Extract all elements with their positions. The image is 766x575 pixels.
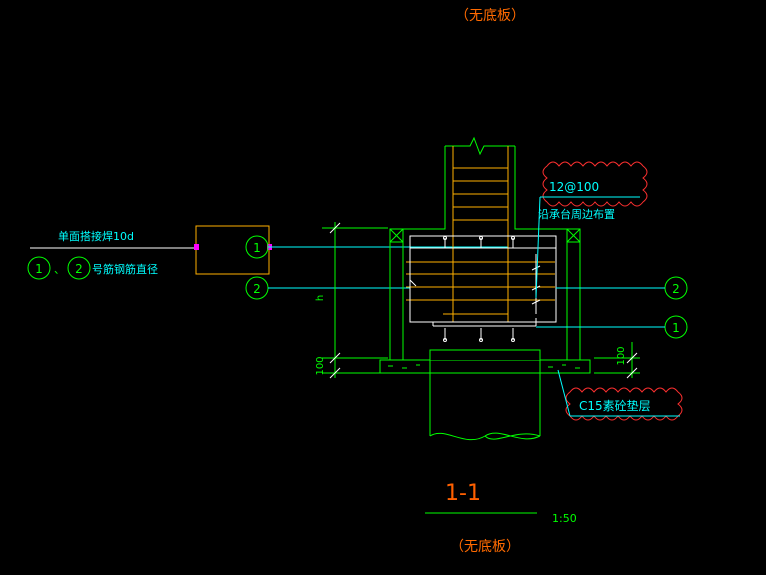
diameter-label: 号筋钢筋直径: [92, 262, 158, 276]
lap-weld-detail: 单面搭接焊10d 1 、 2 号筋钢筋直径: [27, 225, 272, 280]
main-rebar: [409, 235, 557, 342]
ring-leader: [535, 196, 541, 299]
revision-cloud-ring: [542, 161, 648, 207]
marker-1-left-text: 1: [253, 241, 261, 255]
dim-100-left-text: 100: [315, 356, 326, 375]
grip-left[interactable]: [194, 244, 199, 250]
dim-h-text: h: [315, 295, 326, 301]
pile-cap: [379, 136, 591, 441]
ring-bar-label: 12@100: [549, 180, 599, 194]
top-note: （无底板）: [455, 8, 525, 24]
cushion-leader: [557, 369, 571, 417]
bar-circle-1-text: 1: [35, 262, 43, 276]
cushion-label: C15素砼垫层: [579, 398, 651, 413]
marker-2-left-text: 2: [253, 282, 261, 296]
bar-circle-1: [27, 256, 51, 280]
ring-note-label: 沿承台周边布置: [538, 207, 615, 221]
bottom-note: （无底板）: [450, 539, 520, 555]
dimension-h: h 100: [315, 222, 388, 379]
bar-circle-2-text: 2: [75, 262, 83, 276]
dimension-100-right: 100: [594, 342, 640, 379]
weld-label: 单面搭接焊10d: [58, 229, 134, 243]
scale-label: 1:50: [552, 512, 577, 525]
bar-circle-2: [67, 256, 91, 280]
stirrups: [406, 146, 555, 322]
marker-1-right-text: 1: [672, 321, 680, 335]
marker-2-right-text: 2: [672, 282, 680, 296]
dim-100-right-text: 100: [616, 346, 627, 365]
section-title: 1-1: [445, 481, 481, 506]
bar-separator: 、: [54, 263, 65, 276]
